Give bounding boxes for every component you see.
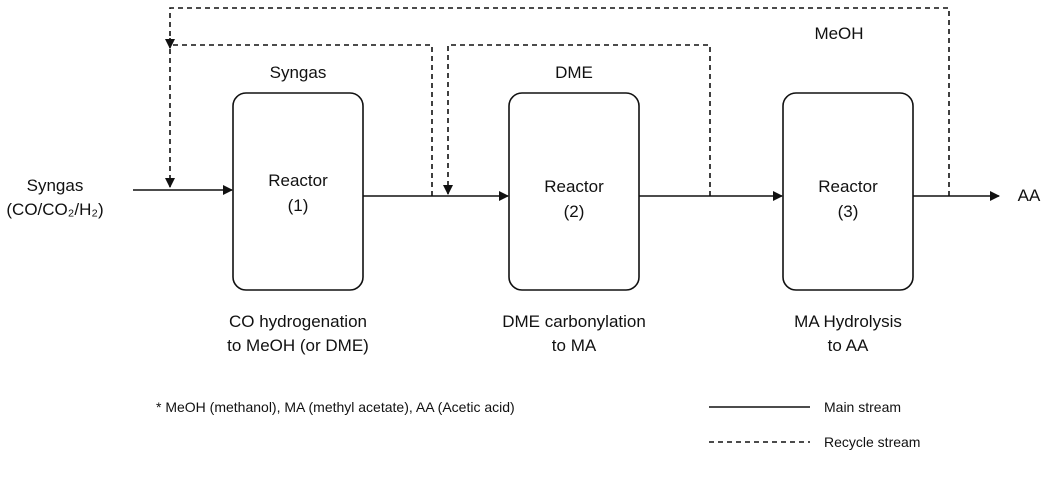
input-label: Syngas (CO/CO₂/H₂) — [0, 174, 110, 222]
reactor-1-desc-line2: to MeOH (or DME) — [227, 336, 369, 355]
reactor-3-number: (3) — [837, 202, 859, 221]
reactor-3-title: Reactor — [818, 177, 878, 196]
syngas-recycle-stream — [170, 44, 433, 196]
meoh-recycle-stream — [165, 7, 950, 196]
reactor-1-box — [232, 92, 364, 291]
reactor-1-label: Reactor (1) — [233, 168, 363, 218]
reactor-1-feed-label: Syngas — [269, 63, 327, 82]
reactor-1-description: CO hydrogenation to MeOH (or DME) — [188, 310, 408, 358]
reactor-1-number: (1) — [287, 196, 309, 215]
output-label: AA — [1017, 186, 1041, 205]
reactor-2-description: DME carbonylation to MA — [464, 310, 684, 358]
reactor-2-desc-line1: DME carbonylation — [502, 312, 646, 331]
reactor-3-box — [782, 92, 914, 291]
meoh-recycle-label: MeOH — [814, 24, 864, 43]
input-label-line2: (CO/CO₂/H₂) — [6, 200, 104, 219]
reactor-3-description: MA Hydrolysis to AA — [738, 310, 958, 358]
reactor-2-feed-label: DME — [555, 63, 593, 82]
input-label-line1: Syngas — [26, 176, 84, 195]
reactor-3-desc-line1: MA Hydrolysis — [794, 312, 902, 331]
reactor-1-title: Reactor — [268, 171, 328, 190]
reactor-2-box — [508, 92, 640, 291]
reactor-3-desc-line2: to AA — [827, 336, 869, 355]
reactor-1-desc-line1: CO hydrogenation — [229, 312, 367, 331]
reactor-3-label: Reactor (3) — [783, 174, 913, 224]
legend-main-label: Main stream — [824, 399, 902, 415]
reactor-2-desc-line2: to MA — [551, 336, 597, 355]
dme-recycle-stream — [443, 44, 711, 196]
reactor-2-number: (2) — [563, 202, 585, 221]
legend-recycle-label: Recycle stream — [824, 434, 921, 450]
reactor-2-title: Reactor — [544, 177, 604, 196]
footnote: * MeOH (methanol), MA (methyl acetate), … — [156, 399, 515, 415]
reactor-2-label: Reactor (2) — [509, 174, 639, 224]
